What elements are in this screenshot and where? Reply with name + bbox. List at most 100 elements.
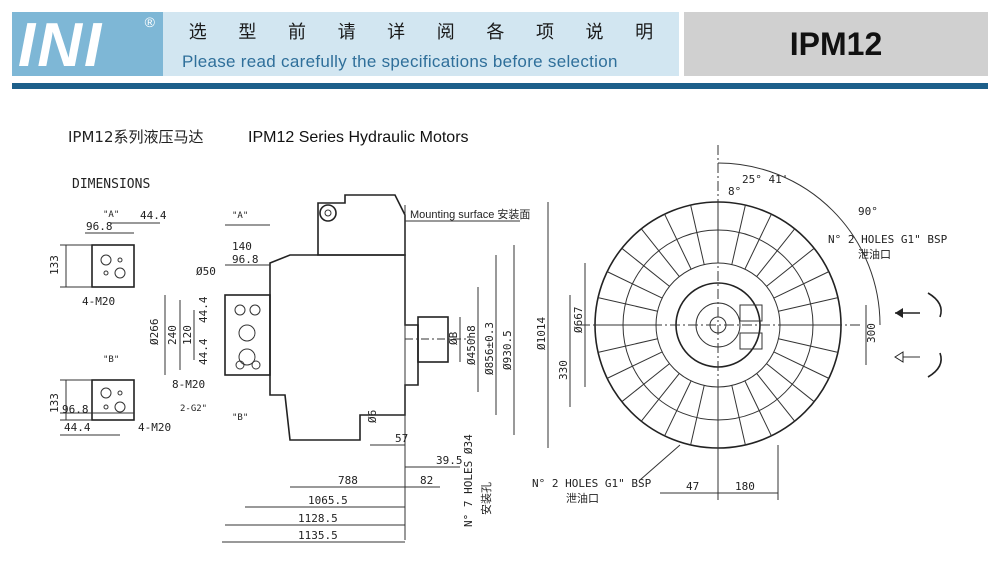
side-dim-57: 57 <box>395 432 408 445</box>
side-dim-120: 120 <box>181 325 194 345</box>
title-cn-char: 选 <box>188 22 207 43</box>
rib-line <box>756 228 796 277</box>
front-dim-1014: Ø1014 <box>535 317 548 350</box>
rib-line <box>778 338 839 353</box>
side-holes-7: N° 7 HOLES Ø34 <box>462 434 475 527</box>
front-dim-180: 180 <box>735 480 755 493</box>
rib-line <box>690 204 705 265</box>
side-valve-block <box>224 294 271 376</box>
side-dim-968: 96.8 <box>232 253 259 266</box>
front-angle-90: 90° <box>858 205 878 218</box>
view-b-label: "B" <box>103 355 119 365</box>
side-top-boss <box>317 194 406 256</box>
side-dim-856: Ø856±0.3 <box>483 322 496 375</box>
rib-line <box>606 271 663 299</box>
view-b-body <box>91 379 135 421</box>
rotation-arrow-cw <box>927 292 942 318</box>
front-holes-bottom-cn: 泄油口 <box>566 491 599 505</box>
title-cn-char: 明 <box>635 22 654 43</box>
rib-line <box>664 213 692 270</box>
rib-line <box>773 271 830 299</box>
lifting-eye <box>319 204 337 222</box>
view-a-dim-m20: 4-M20 <box>82 295 115 308</box>
view-b-dim-133: 133 <box>48 393 61 413</box>
rotation-arrow-ccw <box>927 352 942 378</box>
side-dim-240: 240 <box>166 325 179 345</box>
technical-drawing: IPM12系列液压马达 IPM12 Series Hydraulic Motor… <box>48 128 948 543</box>
side-dim-2g2: 2-G2" <box>180 404 207 414</box>
rib-line <box>773 351 830 379</box>
header-rule <box>12 83 988 89</box>
side-dim-11285: 1128.5 <box>298 512 338 525</box>
side-dim-444b: 44.4 <box>197 338 210 365</box>
view-a-dim-133: 133 <box>48 255 61 275</box>
drawing-title-cn: IPM12系列液压马达 <box>68 128 204 146</box>
section-label: DIMENSIONS <box>72 177 150 192</box>
title-cn-char: 详 <box>387 22 406 43</box>
side-dim-50: Ø50 <box>196 265 216 278</box>
rib-line <box>778 297 839 312</box>
side-dim-b: ØB <box>447 331 460 345</box>
view-a-dim-968: 96.8 <box>86 220 113 233</box>
view-a: "A" 44.4 96.8 133 4-M20 <box>48 209 167 308</box>
view-b-dim-968: 96.8 <box>62 403 89 416</box>
front-angle-8: 8° <box>728 185 741 198</box>
side-housing <box>269 254 419 441</box>
side-dim-6: Ø6 <box>366 410 379 423</box>
front-holes-top-cn: 泄油口 <box>858 247 891 261</box>
rib-line <box>621 363 670 403</box>
side-dim-788: 788 <box>338 474 358 487</box>
front-view: 25° 41' 8° 90° N° 2 HOLES G1" BSP 泄油口 Ø1… <box>532 145 948 505</box>
rib-line <box>664 380 692 437</box>
rib-line <box>597 297 658 312</box>
flow-arrow-in-head <box>894 351 904 363</box>
view-b: "B" 133 96.8 44.4 4-M20 <box>48 355 171 436</box>
title-cn-char: 阅 <box>436 22 455 43</box>
title-banner: 选 型 前 请 详 阅 各 项 说 明 Please read carefull… <box>163 12 679 76</box>
front-angle-2541: 25° 41' <box>742 173 788 186</box>
model-name: IPM12 <box>789 26 883 62</box>
side-dim-11355: 1135.5 <box>298 529 338 542</box>
front-dim-47: 47 <box>686 480 699 493</box>
rib-line <box>766 363 815 403</box>
rib-line <box>606 351 663 379</box>
logo-text: INI <box>18 11 104 80</box>
view-a-label: "A" <box>103 210 119 220</box>
rib-line <box>766 247 815 287</box>
view-a-body <box>91 244 135 288</box>
title-cn-char: 说 <box>585 22 604 43</box>
title-cn-char: 项 <box>535 22 554 43</box>
title-cn: 选 型 前 请 详 阅 各 项 说 明 <box>163 18 679 44</box>
side-dim-10655: 1065.5 <box>308 494 348 507</box>
side-dim-444a: 44.4 <box>197 296 210 323</box>
mounting-surface-label: Mounting surface 安装面 <box>410 207 530 221</box>
view-b-dim-m20: 4-M20 <box>138 421 171 434</box>
drawing-title-en: IPM12 Series Hydraulic Motors <box>248 129 469 146</box>
flow-arrow-out-head <box>895 308 903 318</box>
front-holes-bottom: N° 2 HOLES G1" BSP <box>532 477 652 490</box>
title-cn-char: 型 <box>238 22 257 43</box>
side-dim-140: 140 <box>232 240 252 253</box>
side-dim-450: Ø450h8 <box>465 325 478 365</box>
model-banner: IPM12 <box>684 12 988 76</box>
view-a-dim-444: 44.4 <box>140 209 167 222</box>
side-dim-266: Ø266 <box>148 319 161 346</box>
front-dim-330: 330 <box>557 360 570 380</box>
title-en: Please read carefully the specifications… <box>182 52 618 71</box>
rib-line <box>756 373 796 422</box>
rib-line <box>731 204 746 265</box>
rib-line <box>640 373 680 422</box>
side-dim-930: Ø930.5 <box>501 330 514 370</box>
rib-line <box>731 385 746 446</box>
side-dim-82: 82 <box>420 474 433 487</box>
rib-line <box>744 213 772 270</box>
rib-line <box>597 338 658 353</box>
front-holes-top: N° 2 HOLES G1" BSP <box>828 233 948 246</box>
rib-line <box>640 228 680 277</box>
registered-mark: ® <box>144 14 155 30</box>
view-b-dim-444: 44.4 <box>64 421 91 434</box>
rib-line <box>744 380 772 437</box>
front-dim-300: 300 <box>865 323 878 343</box>
side-view: Mounting surface 安装面 "A" "B" 140 96.8 Ø5… <box>148 194 530 543</box>
front-dim-667: Ø667 <box>572 307 585 334</box>
